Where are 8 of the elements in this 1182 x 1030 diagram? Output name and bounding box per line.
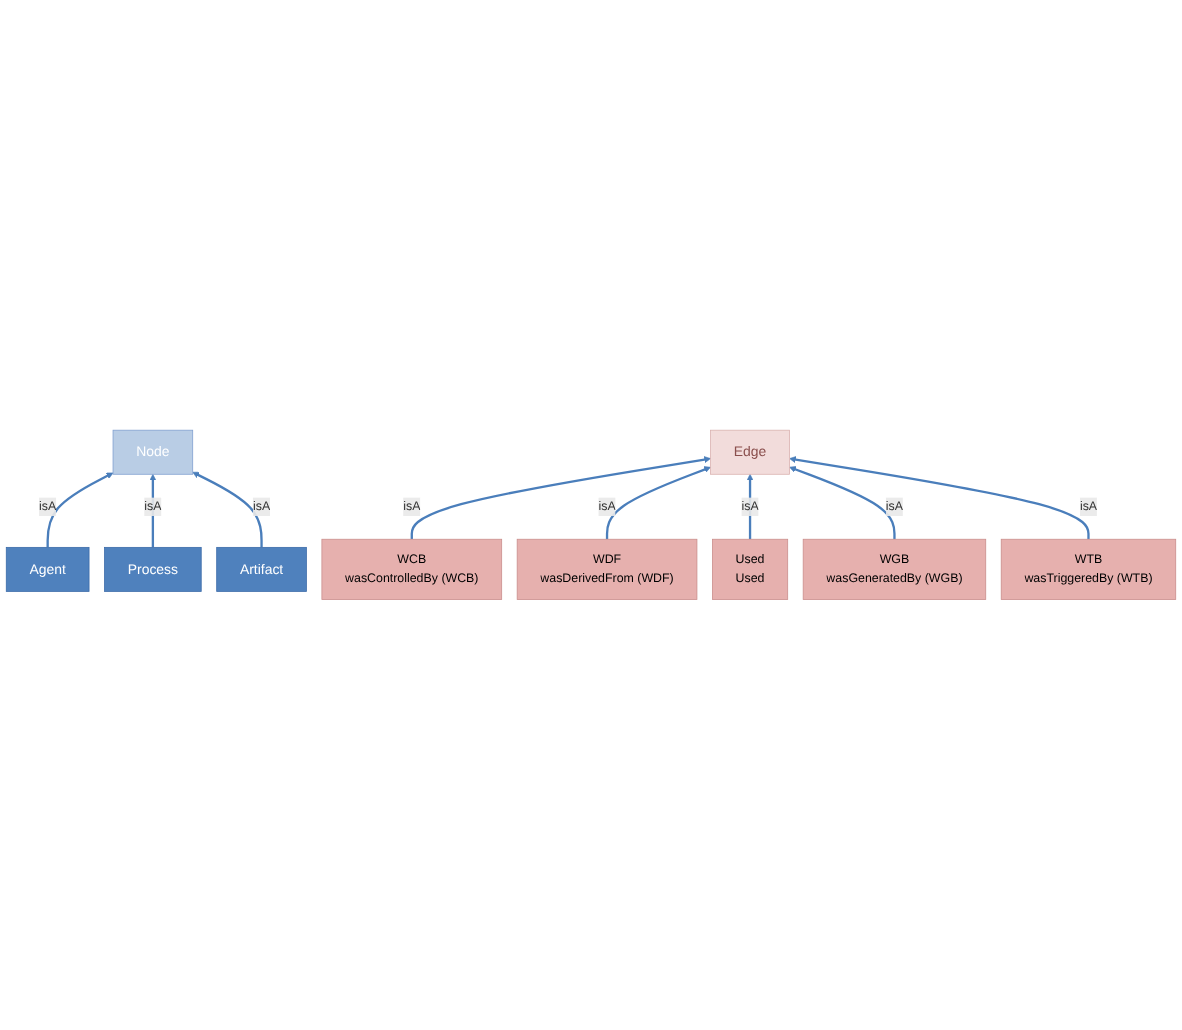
- arrow: [192, 472, 263, 548]
- arrow: [746, 474, 754, 540]
- arrow: [410, 456, 711, 540]
- arrow: [789, 466, 896, 540]
- arrow: [789, 456, 1090, 540]
- arrow: [46, 472, 114, 548]
- arrow: [605, 466, 711, 540]
- arrow: [149, 474, 157, 548]
